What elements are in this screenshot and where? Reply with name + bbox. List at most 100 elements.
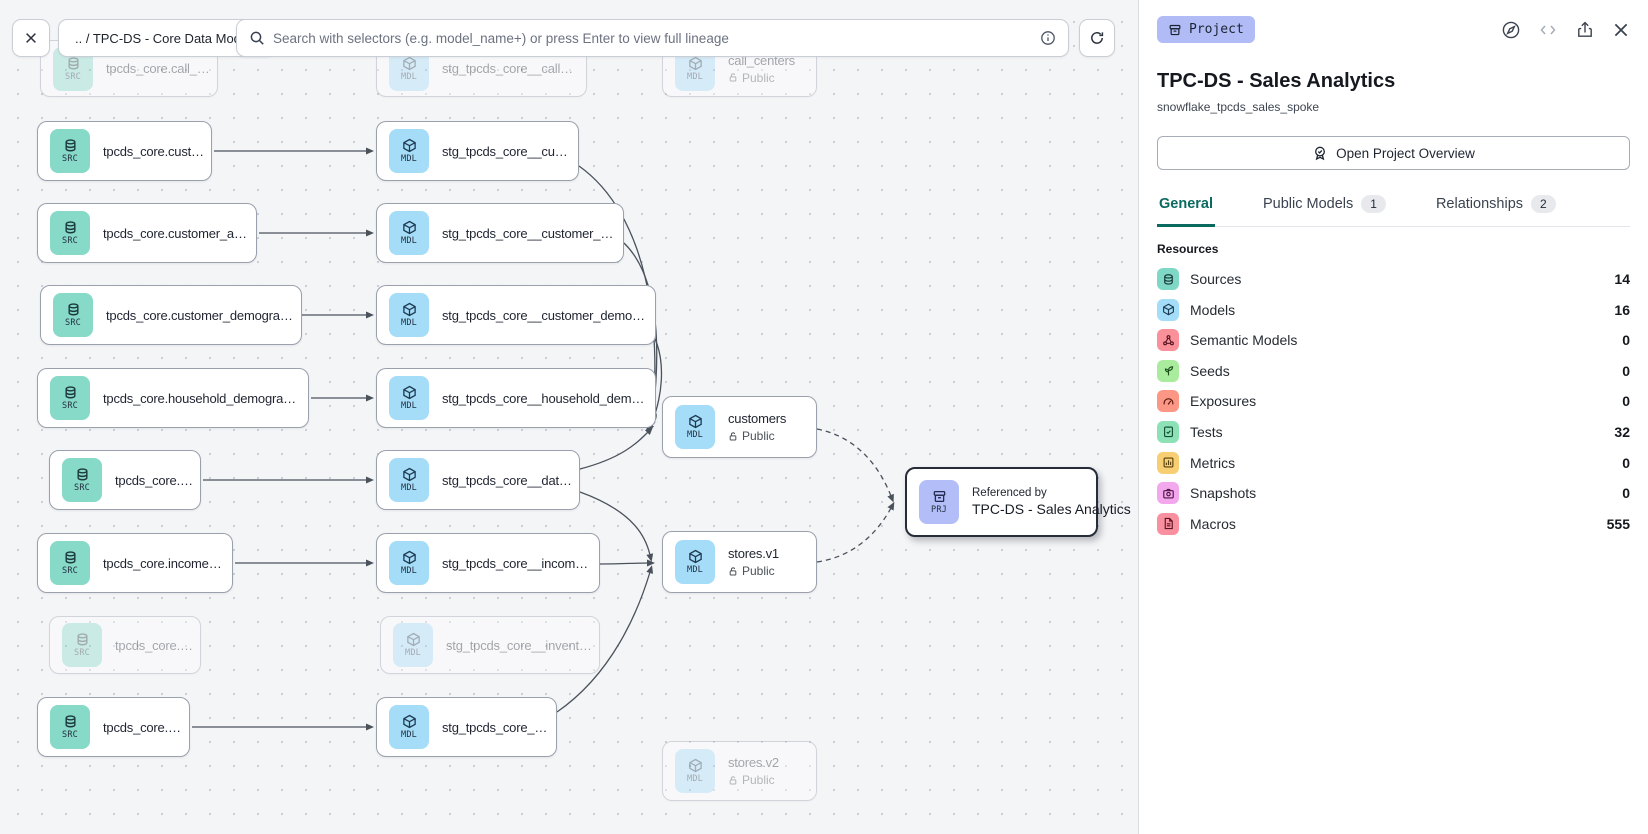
cube-icon — [402, 714, 416, 729]
node-label: tpcds_core.date_dim — [115, 472, 194, 488]
resource-row-seeds[interactable]: Seeds 0 — [1157, 359, 1630, 382]
model-badge: MDL — [389, 541, 429, 585]
refresh-button[interactable] — [1079, 19, 1115, 57]
referenced-by-label: Referenced by — [972, 487, 1047, 499]
resource-row-exposures[interactable]: Exposures 0 — [1157, 390, 1630, 413]
database-icon — [64, 715, 76, 728]
source-badge: SRC — [50, 376, 90, 420]
graph-node-model-household-demographics[interactable]: MDL stg_tpcds_core__household_demogr… — [376, 368, 656, 428]
lock-open-icon — [729, 431, 737, 440]
archive-box-icon — [1169, 24, 1181, 35]
lock-open-icon — [729, 775, 737, 784]
sprout-icon — [1164, 366, 1173, 376]
resource-count: 0 — [1622, 454, 1630, 471]
database-icon — [67, 303, 79, 316]
resource-row-macros[interactable]: Macros 555 — [1157, 512, 1630, 535]
resource-count: 0 — [1622, 362, 1630, 379]
graph-node-source-customer-demographics[interactable]: SRC tpcds_core.customer_demographics — [40, 285, 302, 345]
database-icon — [64, 386, 76, 399]
graph-node-source-date-dim[interactable]: SRC tpcds_core.date_dim — [49, 450, 201, 510]
project-details-panel: Project TPC-DS - Sales Analytics snowfla… — [1138, 0, 1648, 834]
node-label: tpcds_core.customer_address — [103, 225, 250, 241]
gauge-icon — [1163, 398, 1173, 405]
close-lineage-button[interactable] — [12, 19, 50, 57]
open-project-overview-button[interactable]: Open Project Overview — [1157, 136, 1630, 170]
document-icon — [1164, 518, 1173, 530]
explore-compass-icon[interactable] — [1501, 20, 1521, 40]
info-icon[interactable] — [1040, 30, 1056, 46]
resource-count: 0 — [1622, 485, 1630, 502]
node-label: customers — [728, 411, 787, 426]
cube-icon — [402, 138, 416, 153]
resource-row-models[interactable]: Models 16 — [1157, 298, 1630, 321]
graph-node-source-store[interactable]: SRC tpcds_core.store — [37, 697, 190, 757]
cube-icon — [402, 385, 416, 400]
lineage-canvas[interactable]: SRC tpcds_core.call_center SRC tpcds_cor… — [0, 0, 1138, 834]
graph-node-source-income-band[interactable]: SRC tpcds_core.income_band — [37, 533, 233, 593]
graph-node-source-customer[interactable]: SRC tpcds_core.customer — [37, 121, 212, 181]
graph-node-model-income-band[interactable]: MDL stg_tpcds_core__income_band — [376, 533, 600, 593]
graph-node-model-date-dim[interactable]: MDL stg_tpcds_core__date_dim — [376, 450, 580, 510]
graph-node-source-inventory[interactable]: SRC tpcds_core.inventory — [49, 616, 201, 674]
overview-icon — [1315, 146, 1326, 161]
resource-row-semantic-models[interactable]: Semantic Models 0 — [1157, 329, 1630, 352]
model-badge: MDL — [389, 376, 429, 420]
cube-icon — [402, 220, 416, 235]
lock-open-icon — [729, 566, 737, 575]
resource-row-tests[interactable]: Tests 32 — [1157, 420, 1630, 443]
page-title: TPC-DS - Sales Analytics — [1157, 70, 1396, 92]
tab-count-badge: 1 — [1361, 195, 1386, 213]
source-badge: SRC — [62, 623, 102, 667]
graph-node-source-customer-address[interactable]: SRC tpcds_core.customer_address — [37, 203, 257, 263]
source-badge: SRC — [50, 541, 90, 585]
graph-node-source-household-demographics[interactable]: SRC tpcds_core.household_demographics — [37, 368, 309, 428]
resource-row-metrics[interactable]: Metrics 0 — [1157, 451, 1630, 474]
node-label: TPC-DS - Sales Analytics — [972, 501, 1131, 517]
graph-node-public-stores-v2[interactable]: MDL stores.v2 Public — [662, 741, 817, 801]
node-label: tpcds_core.call_center — [106, 61, 211, 76]
node-label: tpcds_core.store — [103, 719, 183, 735]
node-label: stg_tpcds_core__customer — [442, 143, 572, 159]
cube-icon — [402, 302, 416, 317]
graph-node-model-inventory[interactable]: MDL stg_tpcds_core__inventory — [380, 616, 600, 674]
graph-node-project-sales-analytics[interactable]: PRJ Referenced by TPC-DS - Sales Analyti… — [905, 467, 1131, 537]
project-type-badge: Project — [1157, 16, 1255, 43]
model-badge: MDL — [389, 129, 429, 173]
graph-node-public-customers[interactable]: MDL customers Public — [662, 396, 817, 458]
resource-count: 14 — [1614, 271, 1630, 287]
resource-row-snapshots[interactable]: Snapshots 0 — [1157, 482, 1630, 505]
model-badge: MDL — [675, 749, 715, 793]
resource-row-sources[interactable]: Sources 14 — [1157, 268, 1630, 290]
graph-node-model-customer-address[interactable]: MDL stg_tpcds_core__customer_address — [376, 203, 624, 263]
database-icon — [64, 221, 76, 234]
node-label: stg_tpcds_core__inventory — [446, 637, 593, 653]
graph-node-model-customer[interactable]: MDL stg_tpcds_core__customer — [376, 121, 579, 181]
resource-count: 0 — [1622, 393, 1630, 410]
resource-count: 0 — [1622, 332, 1630, 349]
archive-box-icon — [933, 490, 945, 503]
graph-node-model-store[interactable]: MDL stg_tpcds_core__store — [376, 697, 557, 757]
node-label: tpcds_core.income_band — [103, 555, 226, 571]
access-label: Public — [742, 564, 775, 578]
refresh-icon — [1091, 32, 1104, 44]
cube-icon — [688, 56, 702, 70]
tab-general[interactable]: General — [1157, 191, 1215, 227]
database-icon — [76, 468, 88, 481]
node-label: stg_tpcds_core__store — [442, 719, 550, 735]
graph-node-model-customer-demographics[interactable]: MDL stg_tpcds_core__customer_demogra… — [376, 285, 656, 345]
code-icon[interactable] — [1538, 20, 1558, 40]
search-input[interactable] — [273, 30, 1032, 46]
graph-node-public-stores-v1[interactable]: MDL stores.v1 Public — [662, 531, 817, 593]
share-icon[interactable] — [1575, 20, 1595, 40]
cube-icon — [402, 550, 416, 565]
access-label: Public — [742, 773, 775, 787]
search-icon — [249, 30, 265, 46]
node-label: stg_tpcds_core__income_band — [442, 555, 593, 571]
clipboard-check-icon — [1163, 427, 1173, 438]
cube-icon — [688, 549, 702, 564]
close-panel-icon[interactable] — [1612, 21, 1630, 39]
camera-icon — [1162, 488, 1174, 499]
